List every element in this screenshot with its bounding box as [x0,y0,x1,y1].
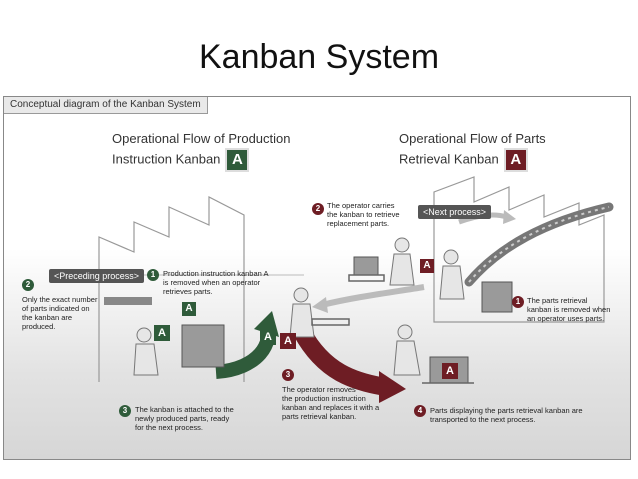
kanban-diagram: Conceptual diagram of the Kanban System … [3,96,631,460]
step-p3-line: The kanban is attached to the [135,405,234,414]
step-p2-number: 2 [22,279,34,291]
worker-head-3 [397,324,413,340]
step-r3-text: The operator removes the production inst… [282,385,379,421]
worker-body-2 [289,303,315,338]
step-p1-line: is removed when an operator [163,278,261,287]
kanban-card-production-2: A [182,302,196,316]
step-r1-line: an operator uses parts. [527,314,605,323]
step-r2-number: 2 [312,203,324,215]
step-p3-line: for the next process. [135,423,203,432]
retrieval-heading-line2: Retrieval Kanban [399,151,499,167]
kanban-card-exchange-retrieval: A [280,333,296,349]
worker-body-5 [439,265,465,300]
step-p2-line: the kanban are [22,313,73,322]
kanban-card-transport: A [442,363,458,379]
retrieval-flow-heading: Operational Flow of Parts Retrieval Kanb… [399,130,546,172]
step-r3-line: parts retrieval kanban. [282,412,357,421]
conveyor-arrowhead [503,210,516,224]
step-p2-line: Only the exact number [22,295,98,304]
production-heading-line1: Operational Flow of Production [112,131,291,146]
worker-head-2 [293,287,309,303]
step-p2-line: of parts indicated on [22,304,90,313]
step-r3-number: 3 [282,369,294,381]
diagram-caption: Conceptual diagram of the Kanban System [4,97,208,114]
kanban-card-next: A [420,259,434,273]
step-p1-line: Production instruction kanban A [163,269,269,278]
cart-2 [348,274,385,282]
step-r4-line: Parts displaying the parts retrieval kan… [430,406,583,415]
step-p1-text: Production instruction kanban A is remov… [163,269,268,296]
preceding-process-label: <Preceding process> [49,269,145,283]
parts-box-preceding [181,324,225,368]
step-r4-number: 4 [414,405,426,417]
worker-head-1 [136,327,152,343]
kanban-card-production: A [154,325,170,341]
step-r2-line: replacement parts. [327,219,390,228]
parts-box-cart [353,256,379,276]
step-r2-line: The operator carries [327,201,395,210]
worker-head-5 [443,249,459,265]
kanban-card-exchange-production: A [260,329,276,345]
step-r1-line: The parts retrieval [527,296,588,305]
preceding-factory-outline [98,196,245,382]
step-r1-number: 1 [512,296,524,308]
step-r3-line: The operator removes [282,385,356,394]
step-p1-number: 1 [147,269,159,281]
production-heading-line2: Instruction Kanban [112,151,221,167]
next-factory-outline [433,176,605,323]
step-p3-text: The kanban is attached to the newly prod… [135,405,234,432]
step-r1-line: kanban is removed when [527,305,611,314]
worker-body-1 [133,343,159,376]
retrieval-flow-arrow [294,327,388,396]
retrieval-heading-line1: Operational Flow of Parts [399,131,546,146]
step-p1-line: retrieves parts. [163,287,213,296]
step-r4-text: Parts displaying the parts retrieval kan… [430,406,583,424]
conveyor-rollers [468,206,610,283]
step-r3-line: the production instruction [282,394,366,403]
retrieval-flow-arrowhead [379,371,406,403]
step-r2-line: the kanban to retrieve [327,210,400,219]
return-arrow [321,284,425,308]
production-flow-heading: Operational Flow of Production Instructi… [112,130,290,172]
diagram-artwork [98,176,614,403]
step-p3-line: newly produced parts, ready [135,414,230,423]
worker-body-4 [389,253,415,286]
step-r4-line: transported to the next process. [430,415,536,424]
return-arrowhead [312,297,328,313]
slide-title: Kanban System [198,38,440,76]
next-process-label: <Next process> [418,205,492,219]
step-r2-text: The operator carries the kanban to retri… [327,201,400,228]
production-kanban-badge: A [225,148,250,172]
step-r1-text: The parts retrieval kanban is removed wh… [527,296,610,323]
step-r3-line: kanban and replaces it with a [282,403,380,412]
retrieval-kanban-badge: A [503,148,528,172]
step-p3-number: 3 [119,405,131,417]
cart-1 [311,318,350,326]
worker-head-4 [394,237,410,253]
step-p2-line: produced. [22,322,56,331]
step-p2-text: Only the exact number of parts indicated… [22,295,97,331]
worker-body-3 [393,340,421,376]
parts-box-next [481,281,513,313]
preceding-conveyor [104,297,152,305]
